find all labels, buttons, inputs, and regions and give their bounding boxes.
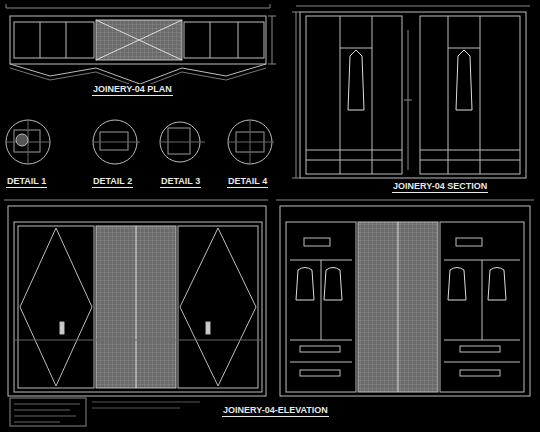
- view-title: JOINERY-04-ELEVATION: [222, 405, 329, 417]
- view-title: JOINERY-04 PLAN: [92, 84, 173, 96]
- elevation-open: [276, 200, 534, 396]
- plan-view: [6, 4, 276, 88]
- notes-box: [10, 398, 200, 426]
- elevation-closed: [4, 200, 268, 396]
- view-title: DETAIL 1: [6, 176, 47, 188]
- view-title: DETAIL 3: [160, 176, 201, 188]
- view-title: JOINERY-04 SECTION: [392, 181, 488, 193]
- view-title: DETAIL 4: [227, 176, 268, 188]
- section-view: [292, 6, 530, 178]
- detail-circles: [6, 120, 274, 164]
- view-title: DETAIL 2: [92, 176, 133, 188]
